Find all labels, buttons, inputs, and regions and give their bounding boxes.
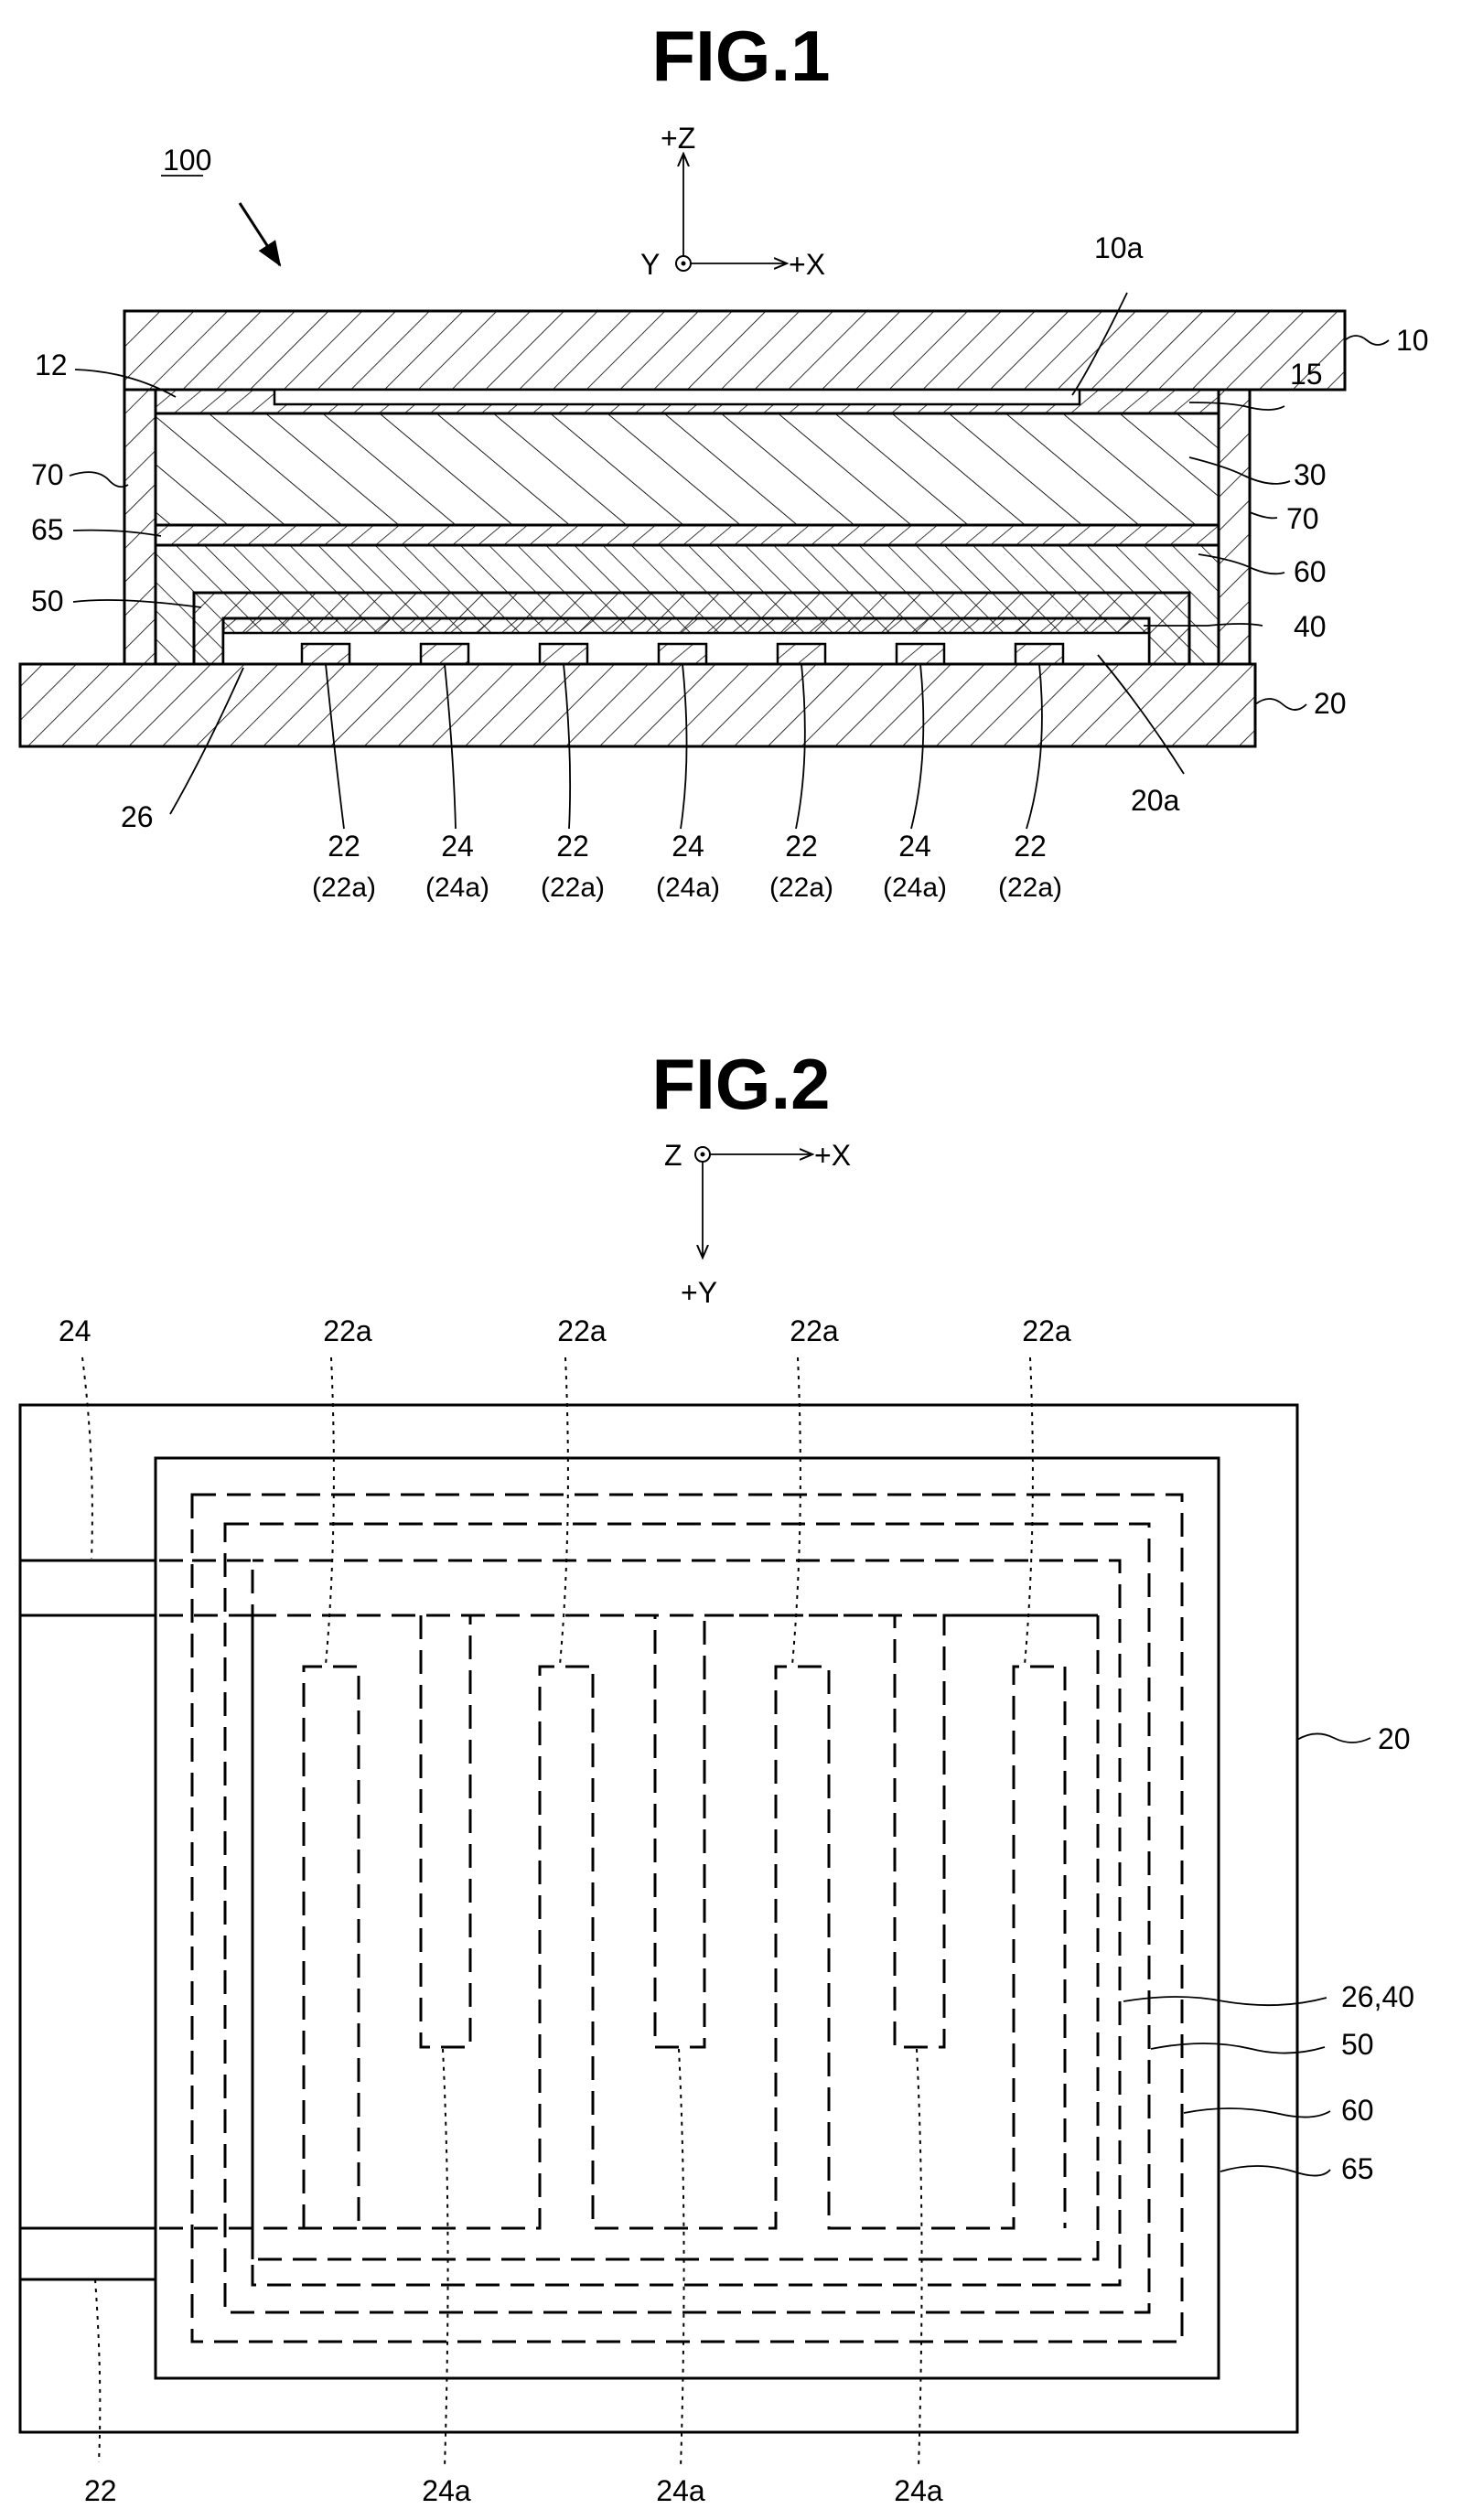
fig2-electrode-22-fingers	[20, 1667, 1065, 2228]
fig2-electrode-24-comb	[20, 1560, 1120, 2285]
fig1-label-50: 50	[31, 584, 64, 617]
fig2-label-20: 20	[1378, 1722, 1411, 1755]
fig1-label-15: 15	[1290, 358, 1323, 391]
fig1-electrode-22-4	[1016, 644, 1063, 664]
fig1-wall-70-left	[124, 390, 156, 664]
fig2-axis-x-label: +X	[814, 1139, 851, 1172]
fig1-wall-70-right	[1219, 390, 1250, 664]
fig2-label-22a-3: 22a	[790, 1314, 839, 1347]
fig1-label-30: 30	[1294, 458, 1327, 491]
fig2-label-24a-3: 24a	[894, 2474, 943, 2507]
fig1-bottom-label-3: 22	[556, 830, 589, 863]
fig1-label-10: 10	[1396, 324, 1429, 357]
fig1-electrode-24-3	[897, 644, 944, 664]
fig1-bottom-sublabel-7: (22a)	[998, 873, 1062, 903]
fig2-outline-20	[20, 1405, 1297, 2432]
fig1-bottom-label-6: 24	[898, 830, 931, 863]
fig1-label-20: 20	[1314, 687, 1347, 720]
fig2-outline-65	[156, 1458, 1219, 2378]
fig1-bottom-sublabel-3: (22a)	[541, 873, 605, 903]
fig1-label-60: 60	[1294, 555, 1327, 588]
fig2-label-22: 22	[84, 2474, 117, 2507]
fig1-label-65: 65	[31, 513, 64, 546]
fig2-outline-50	[225, 1524, 1149, 2312]
fig2-label-22a-4: 22a	[1022, 1314, 1071, 1347]
fig2-label-22a-2: 22a	[557, 1314, 607, 1347]
fig1-layer-20	[20, 664, 1255, 746]
fig1-ref-100-arrow	[240, 203, 280, 265]
fig2-outline-60	[192, 1495, 1182, 2342]
fig1-bottom-label-2: 24	[441, 830, 474, 863]
fig1-layer-65	[156, 525, 1219, 545]
fig1-axis-z-label: +Z	[661, 122, 695, 155]
fig2-label-24: 24	[59, 1314, 91, 1347]
fig1-label-20a: 20a	[1131, 784, 1180, 817]
fig1-axis-x-label: +X	[789, 248, 825, 281]
fig1-bottom-sublabel-4: (24a)	[656, 873, 720, 903]
fig1-label-70-left: 70	[31, 458, 64, 491]
fig2-axes: Z +X +Y	[664, 1139, 851, 1309]
fig2-axis-y-label: +Y	[681, 1276, 717, 1309]
fig2-label-50: 50	[1341, 2028, 1374, 2061]
fig1-electrode-22-3	[778, 644, 825, 664]
fig2-top-labels: 22a 22a 22a 22a	[323, 1314, 1071, 1665]
fig1-ref-100: 100	[163, 144, 211, 177]
fig1-electrode-22-1	[302, 644, 349, 664]
fig1-bottom-label-7: 22	[1014, 830, 1047, 863]
fig1-recess-10a	[274, 390, 1080, 404]
fig1-title: FIG.1	[651, 16, 830, 96]
fig2-bottom-labels: 24a 24a 24a	[422, 2049, 943, 2507]
fig1-bottom-label-4: 24	[672, 830, 704, 863]
fig1-label-40: 40	[1294, 610, 1327, 643]
fig1-bottom-label-5: 22	[785, 830, 818, 863]
figure-2: FIG.2 Z +X +Y 22a 22a	[20, 1044, 1414, 2507]
fig1-axes: +Z Y +X	[640, 122, 825, 281]
fig1-label-12: 12	[35, 349, 68, 381]
fig2-label-22a-1: 22a	[323, 1314, 372, 1347]
fig2-label-24a-1: 24a	[422, 2474, 471, 2507]
fig2-electrode-24-lead	[20, 1615, 1098, 2259]
fig2-label-65: 65	[1341, 2152, 1374, 2185]
figure-1: FIG.1 100 +Z Y +X	[20, 16, 1429, 903]
fig1-axis-y-label: Y	[640, 248, 660, 281]
fig2-axis-z-label: Z	[664, 1139, 682, 1172]
fig1-bottom-sublabel-6: (24a)	[883, 873, 947, 903]
fig1-bottom-sublabel-2: (24a)	[425, 873, 489, 903]
fig1-bottom-sublabel-5: (22a)	[769, 873, 833, 903]
fig2-electrode-24-fingers	[253, 1615, 1098, 2259]
fig1-electrode-24-2	[659, 644, 706, 664]
fig1-label-70-right: 70	[1286, 502, 1319, 535]
fig2-title: FIG.2	[651, 1044, 830, 1124]
fig1-electrode-22-2	[540, 644, 587, 664]
fig1-bottom-sublabel-1: (22a)	[312, 873, 376, 903]
fig1-electrode-24-1	[421, 644, 468, 664]
fig1-bottom-label-1: 22	[328, 830, 360, 863]
fig1-layer-30	[156, 413, 1219, 525]
fig1-label-26: 26	[121, 800, 154, 833]
fig2-right-labels: 20 26,40 50 60 65	[1123, 1722, 1414, 2185]
fig1-label-10a: 10a	[1094, 231, 1144, 264]
fig2-label-24a-2: 24a	[656, 2474, 705, 2507]
fig2-label-60: 60	[1341, 2094, 1374, 2127]
fig1-layer-10	[124, 311, 1345, 390]
fig2-label-26-40: 26,40	[1341, 1980, 1414, 2013]
